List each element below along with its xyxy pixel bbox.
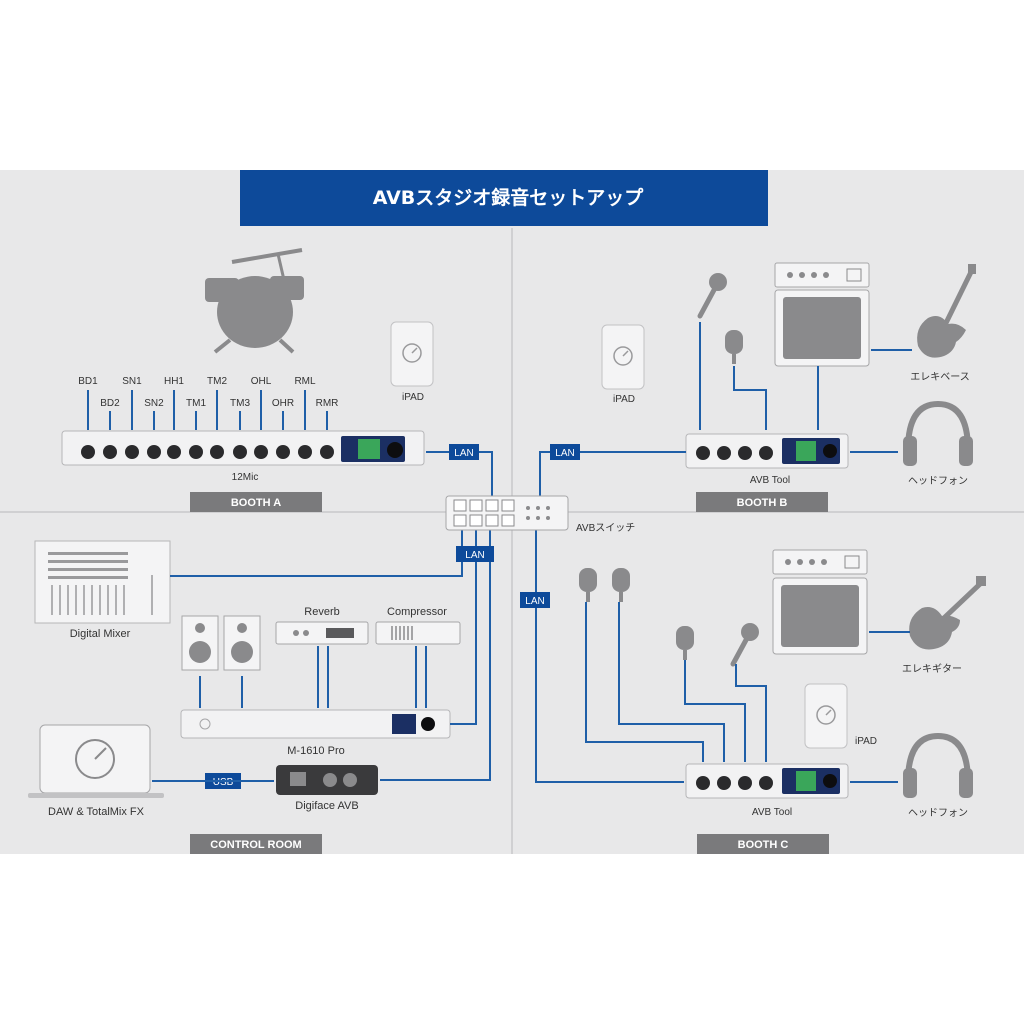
headphones-label-booth-c: ヘッドフォン [908,808,968,819]
12mic-device [61,430,425,466]
usb-tag: USB [213,777,234,788]
electric-bass-icon [917,264,976,358]
mic-label: SN2 [144,398,164,409]
reverb-label: Reverb [304,606,339,618]
compressor-label: Compressor [387,606,447,618]
lan-tag-booth-c-bg [520,592,550,608]
reverb-device [275,621,369,645]
mic-label: BD2 [100,398,120,409]
booth-c-connections [585,602,910,783]
headphones-label-booth-b: ヘッドフォン [908,476,968,487]
mic-label: RML [294,376,316,387]
mixer-icon [34,540,171,624]
avb-tool-device [685,763,849,799]
section-label-booth-c: BOOTH C [738,839,789,851]
m1610-pro-device [180,709,451,739]
control-room-connections [152,528,491,782]
microphone-icon [612,568,630,602]
booth-a-mic-arrows [87,390,328,430]
ipad-label-booth-b: iPAD [613,394,635,405]
mic-label: TM2 [207,376,227,387]
ipad-icon [804,683,848,749]
device-label-avb-tool-b: AVB Tool [750,475,790,486]
lan-tag-booth-a-bg [449,444,479,460]
section-label-booth-c-bg [697,834,829,854]
network-switch-icon [445,495,569,531]
mic-label: RMR [316,398,339,409]
title-banner [240,170,768,226]
headphones-icon [903,732,973,798]
mic-label: BD1 [78,376,98,387]
section-label-booth-a: BOOTH A [231,497,281,509]
lan-tag-booth-b: LAN [555,448,574,459]
amplifier-icon [774,262,870,367]
electric-guitar-icon [909,576,986,650]
microphone-icon [676,626,694,660]
mixer-label: Digital Mixer [70,628,131,640]
ipad-label-booth-c: iPAD [855,736,877,747]
microphone-icon [697,273,727,319]
lan-tag-booth-a: LAN [454,448,473,459]
m1610-pro-label: M-1610 Pro [287,745,344,757]
lan-tag-control-room: LAN [465,550,484,561]
microphone-icon [579,568,597,602]
guitar-label-booth-b: エレキベース [910,371,970,383]
speaker-icon [223,615,261,671]
device-label-12mic: 12Mic [232,472,259,483]
headphones-icon [903,400,973,466]
computer-label: DAW & TotalMix FX [48,806,145,818]
guitar-label-booth-c: エレキギター [902,663,962,675]
drum-kit-icon [205,248,304,354]
lan-tag-booth-c: LAN [525,596,544,607]
ipad-icon [390,321,434,387]
lan-tag-booth-b-bg [550,444,580,460]
compressor-device [375,621,461,645]
speaker-icon [181,615,219,671]
mic-label: OHR [272,398,294,409]
section-label-control-room: CONTROL ROOM [210,839,301,851]
microphone-icon [725,330,743,364]
ipad-label-booth-a: iPAD [402,392,424,403]
page-title: AVBスタジオ録音セットアップ [373,186,645,209]
mic-label: TM1 [186,398,206,409]
digiface-avb-label: Digiface AVB [295,800,358,812]
section-label-control-room-bg [190,834,322,854]
digiface-avb-device [276,765,378,795]
mic-label: HH1 [164,376,184,387]
laptop-icon [28,724,164,798]
ipad-icon [601,324,645,390]
booth-b-connections [699,322,912,453]
section-label-booth-a-bg [190,492,322,512]
switch-label: AVBスイッチ [576,522,635,534]
amplifier-icon [772,549,868,655]
mic-label: TM3 [230,398,250,409]
lan-tag-control-room-bg [456,546,494,562]
mic-label: OHL [251,376,272,387]
section-label-booth-b: BOOTH B [737,497,788,509]
booth-a-mic-labels: BD1 BD2 SN1 SN2 HH1 TM1 TM2 TM3 OHL OHR … [78,376,338,409]
avb-tool-device [685,433,849,469]
section-label-booth-b-bg [696,492,828,512]
mic-label: SN1 [122,376,142,387]
microphone-icon [730,623,759,667]
device-label-avb-tool-c: AVB Tool [752,807,792,818]
lan-connections [426,451,686,783]
